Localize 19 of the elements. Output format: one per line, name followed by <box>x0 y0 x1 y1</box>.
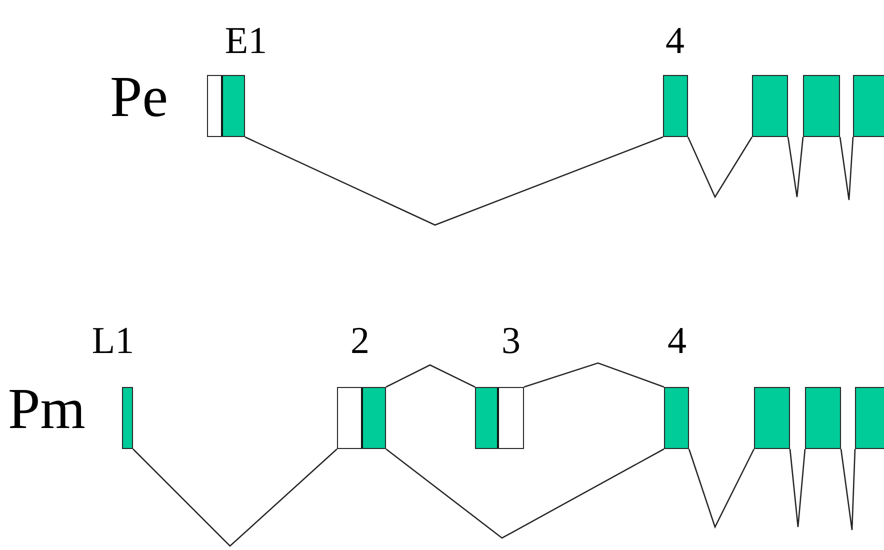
promoter-label: Pm <box>8 380 86 438</box>
intron-line <box>839 136 854 201</box>
exon-label: L1 <box>92 322 134 360</box>
exon-label: 2 <box>350 322 370 360</box>
intron-line <box>840 448 856 531</box>
intron-line <box>787 136 804 198</box>
intron-line <box>386 364 476 388</box>
exon-label: E1 <box>224 22 268 60</box>
exon-label: 4 <box>668 322 686 360</box>
intron-line <box>244 136 664 226</box>
intron-line <box>789 448 806 528</box>
promoter-label: Pe <box>110 68 168 126</box>
exon-label: 4 <box>666 22 684 60</box>
exon-label: 3 <box>502 322 520 360</box>
intron-line <box>687 136 753 198</box>
intron-line <box>688 448 755 529</box>
intron-line <box>524 362 664 388</box>
intron-line <box>386 448 664 539</box>
intron-line <box>132 448 338 547</box>
